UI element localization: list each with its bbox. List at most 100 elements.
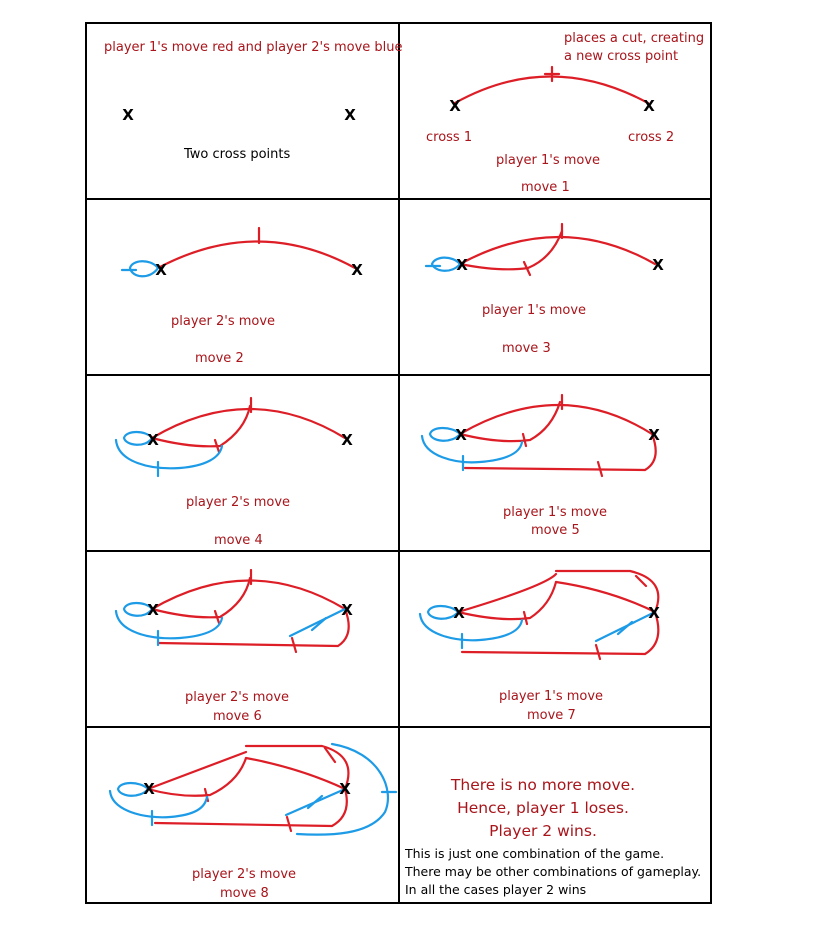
panel8-move: move 7 <box>527 708 576 723</box>
panel5-drawing <box>114 396 347 478</box>
panel4-drawing <box>424 222 657 277</box>
red-curve-right <box>554 580 657 614</box>
panel7-move: move 6 <box>213 709 262 724</box>
panel2-move: move 1 <box>521 180 570 195</box>
blue-loop <box>430 256 462 272</box>
grid-lines <box>85 22 712 904</box>
cross-point-marker: X <box>455 426 467 444</box>
cross2-label: cross 2 <box>628 130 675 145</box>
red-top <box>554 569 660 614</box>
red-bottom <box>460 610 660 656</box>
cross-point-marker: X <box>652 256 664 274</box>
panel9-move: move 8 <box>220 886 269 901</box>
panel3-move: move 2 <box>195 351 244 366</box>
panel7-player: player 2's move <box>185 690 290 705</box>
panel7-drawing <box>114 568 350 654</box>
blue-loop <box>122 601 154 617</box>
cut-note-line1: places a cut, creating <box>564 31 705 46</box>
cross-point-marker: X <box>643 97 655 115</box>
blue-loop-outer <box>418 612 524 642</box>
cross-point-marker: X <box>648 426 660 444</box>
legend-text: player 1's move red and player 2's move … <box>104 40 403 55</box>
footnote-line2: There may be other combinations of gamep… <box>405 864 702 879</box>
red-cut <box>522 260 532 277</box>
blue-line <box>288 607 347 638</box>
cut-note-line2: a new cross point <box>564 49 679 64</box>
panel6-player: player 1's move <box>503 505 608 520</box>
panel2-player: player 1's move <box>496 153 601 168</box>
red-curve-right <box>244 756 347 791</box>
red-bottom <box>156 607 350 648</box>
result-line2: Hence, player 1 loses. <box>457 799 629 817</box>
blue-loop-outer <box>114 609 224 640</box>
red-cut <box>213 609 221 625</box>
cross-point-marker: X <box>449 97 461 115</box>
red-bottom <box>463 432 657 472</box>
panel8-player: player 1's move <box>499 689 604 704</box>
blue-cut <box>616 620 634 636</box>
red-cut <box>521 432 528 448</box>
red-loop <box>150 404 252 448</box>
panel4-move: move 3 <box>502 341 551 356</box>
red-loop <box>456 580 558 621</box>
red-curve <box>146 750 248 791</box>
red-loop <box>150 576 252 619</box>
blue-loop-outer <box>108 789 209 819</box>
cross-point-marker: X <box>155 261 167 279</box>
panel3-player: player 2's move <box>171 314 276 329</box>
red-curve <box>456 572 558 614</box>
cross-point-marker: X <box>351 261 363 279</box>
panel1-caption: Two cross points <box>184 147 291 162</box>
panel4-player: player 1's move <box>482 303 587 318</box>
panel3-drawing <box>120 226 357 278</box>
red-curve <box>453 75 650 105</box>
cross-point-marker: X <box>147 601 159 619</box>
red-cut <box>596 460 604 478</box>
red-loop <box>458 400 562 443</box>
red-cut <box>323 746 337 764</box>
blue-loop <box>426 604 460 620</box>
red-curve <box>458 404 654 436</box>
blue-loop <box>428 426 462 442</box>
footnote-line3: In all the cases player 2 wins <box>405 882 587 897</box>
blue-outer-arc <box>295 742 390 836</box>
panel5-player: player 2's move <box>186 495 291 510</box>
cross-point-marker: X <box>456 256 468 274</box>
cross-point-marker: X <box>344 106 356 124</box>
red-bottom <box>153 787 348 828</box>
result-line1: There is no more move. <box>450 776 636 794</box>
cross-point-marker: X <box>143 780 155 798</box>
blue-loop <box>128 260 160 278</box>
red-loop <box>146 756 248 797</box>
footnote-line1: This is just one combination of the game… <box>405 846 665 861</box>
red-cut <box>285 815 293 833</box>
blue-loop <box>122 430 154 446</box>
panel6-move: move 5 <box>531 523 580 538</box>
red-curve <box>156 240 357 270</box>
cross-point-marker: X <box>339 780 351 798</box>
panel8-drawing <box>418 569 660 661</box>
result-line3: Player 2 wins. <box>489 822 597 840</box>
blue-cut <box>310 616 328 632</box>
blue-loop <box>116 781 150 797</box>
red-cut <box>634 574 648 588</box>
panel6-drawing <box>420 393 657 478</box>
blue-cut <box>306 794 324 810</box>
cross-point-marker: X <box>147 431 159 449</box>
cross-point-marker: X <box>341 601 353 619</box>
panel9-drawing <box>108 742 398 836</box>
cross-point-marker: X <box>648 604 660 622</box>
red-top <box>244 744 350 791</box>
cross-point-marker: X <box>453 604 465 622</box>
cross1-label: cross 1 <box>426 130 473 145</box>
red-cut <box>594 643 602 661</box>
red-cut <box>213 438 221 454</box>
panel5-move: move 4 <box>214 533 263 548</box>
panel2-drawing <box>453 65 650 105</box>
blue-loop-outer <box>114 438 224 470</box>
red-cut <box>290 636 298 654</box>
panel9-player: player 2's move <box>192 867 297 882</box>
cross-point-marker: X <box>341 431 353 449</box>
blue-loop-outer <box>420 434 524 464</box>
